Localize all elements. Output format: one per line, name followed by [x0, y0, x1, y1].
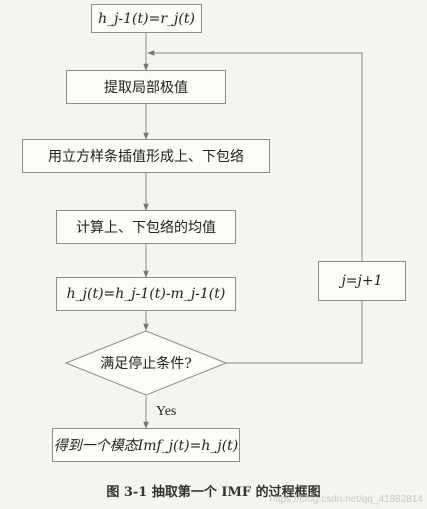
init-box: h_j-1(t)=r_j(t): [91, 4, 202, 33]
envelope-mean-box: 计算上、下包络的均值: [56, 210, 236, 244]
figure-caption: 图 3-1 抽取第一个 IMF 的过程框图: [106, 485, 321, 500]
spline-envelope-label: 用立方样条插值形成上、下包络: [48, 149, 244, 165]
subtract-mean-box: h_j(t)=h_j-1(t)-m_j-1(t): [56, 277, 236, 311]
increment-box: j=j+1: [318, 261, 406, 301]
result-label: 得到一个模态Imf_j(t)=h_j(t): [53, 438, 239, 454]
extract-extrema-box: 提取局部极值: [66, 70, 226, 104]
watermark: https://blog.csdn.net/qq_41882814: [269, 494, 423, 505]
loop-decision-to-increment: [226, 301, 363, 364]
subtract-mean-label: h_j(t)=h_j-1(t)-m_j-1(t): [66, 286, 226, 302]
decision-diamond: [64, 330, 228, 396]
increment-label: j=j+1: [341, 273, 383, 289]
result-box: 得到一个模态Imf_j(t)=h_j(t): [52, 428, 240, 462]
envelope-mean-label: 计算上、下包络的均值: [76, 220, 216, 236]
decision-label: 满足停止条件?: [100, 356, 192, 372]
extract-extrema-label: 提取局部极值: [104, 80, 188, 96]
spline-envelope-box: 用立方样条插值形成上、下包络: [22, 139, 270, 173]
init-label: h_j-1(t)=r_j(t): [98, 10, 195, 27]
loop-increment-to-top: [147, 50, 363, 261]
yes-label: Yes: [156, 404, 177, 419]
